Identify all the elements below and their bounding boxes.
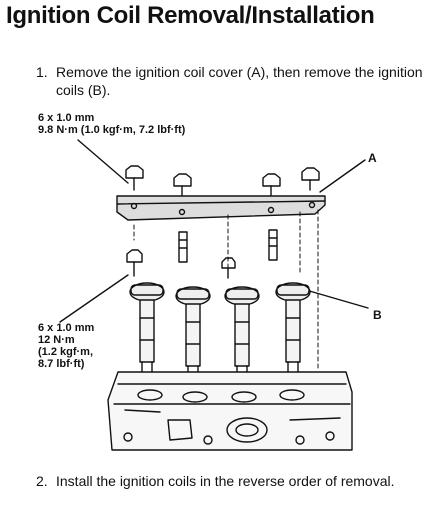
ignition-coil-3 — [224, 286, 260, 383]
bolt-size-label: 6 x 1.0 mm — [38, 112, 95, 124]
torque-value-label: (1.2 kgf·m, — [38, 346, 94, 358]
ignition-coil-2 — [175, 286, 211, 383]
callout-b-label: B — [373, 308, 382, 322]
step-1: 1. Remove the ignition coil cover (A), t… — [36, 63, 428, 99]
bolt-size-label: 6 x 1.0 mm — [38, 322, 95, 334]
cover-bolt-torque-spec: 6 x 1.0 mm 9.8 N·m (1.0 kgf·m, 7.2 lbf·f… — [38, 112, 185, 136]
torque-value-label: 9.8 N·m (1.0 kgf·m, 7.2 lbf·ft) — [38, 124, 186, 136]
step-text: Remove the ignition coil cover (A), then… — [56, 64, 423, 98]
torque-value-label: 8.7 lbf·ft) — [38, 358, 85, 370]
ignition-coil-4 — [275, 282, 311, 379]
callout-b-leader — [305, 289, 369, 309]
ignition-coils — [129, 282, 311, 383]
step-2: 2. Install the ignition coils in the rev… — [36, 472, 428, 490]
oil-filler-cap — [226, 417, 268, 443]
cover-bolts — [125, 165, 320, 197]
step-number: 1. — [36, 64, 48, 80]
step-text: Install the ignition coils in the revers… — [56, 473, 395, 489]
cylinder-head — [107, 371, 353, 451]
coil-bolts — [126, 249, 236, 279]
callout-a-label: A — [368, 151, 377, 165]
ignition-coil-cover — [116, 195, 326, 221]
callout-a-leader — [319, 159, 366, 193]
ignition-coil-1 — [129, 282, 165, 379]
cover-bolt-leader — [77, 139, 129, 184]
coil-bolt-leader — [59, 274, 129, 323]
torque-value-label: 12 N·m — [38, 334, 75, 346]
connector-studs — [178, 229, 278, 263]
step-number: 2. — [36, 473, 48, 489]
coil-bolt-torque-spec: 6 x 1.0 mm 12 N·m (1.2 kgf·m, 8.7 lbf·ft… — [38, 322, 94, 370]
page-title: Ignition Coil Removal/Installation — [6, 2, 375, 29]
